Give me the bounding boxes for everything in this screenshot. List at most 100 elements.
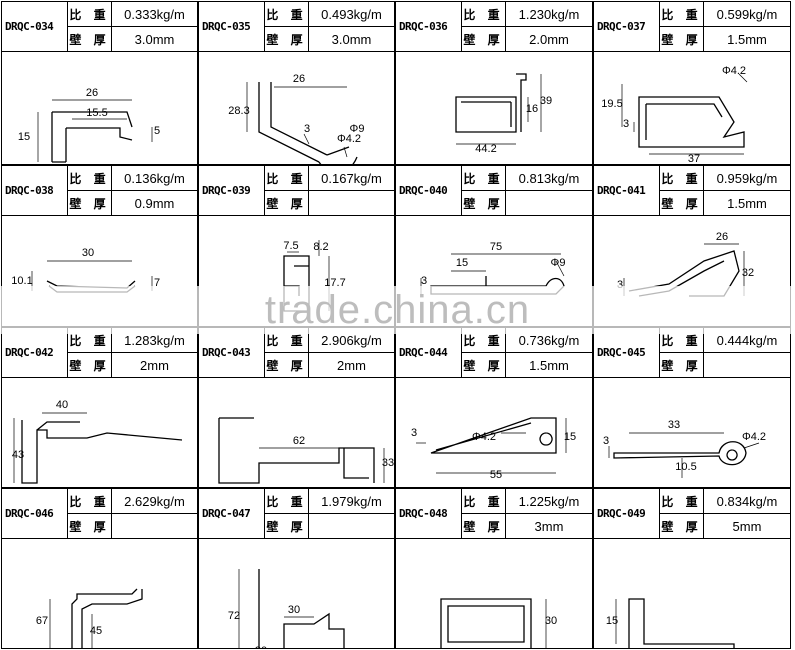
wall-thickness-value: 0.9mm	[112, 191, 197, 216]
profile-code: DRQC-043	[199, 328, 265, 378]
weight-value: 1.283kg/m	[112, 328, 197, 353]
dimension-label: 55	[490, 469, 502, 481]
weight-label: 比 重	[660, 166, 704, 191]
weight-value: 1.225kg/m	[506, 489, 592, 514]
weight-label: 比 重	[68, 166, 112, 191]
profile-outline	[638, 96, 745, 148]
dimension-label: 44.2	[475, 143, 496, 155]
wall-thickness-label: 壁 厚	[660, 514, 704, 539]
weight-value: 2.629kg/m	[112, 489, 197, 514]
wall-thickness-label: 壁 厚	[462, 514, 506, 539]
wall-thickness-label: 壁 厚	[660, 27, 704, 52]
profile-outline	[440, 598, 532, 648]
dimension-label: 28.3	[228, 105, 249, 117]
profile-code: DRQC-036	[396, 2, 462, 52]
wall-thickness-value: 2.0mm	[506, 27, 592, 52]
weight-label: 比 重	[68, 489, 112, 514]
dimension-label: Φ4.2	[337, 133, 361, 145]
profile-code: DRQC-048	[396, 489, 462, 539]
dimension-label: 30	[545, 615, 557, 627]
profile-drawing: 4043120	[12, 399, 183, 484]
weight-label: 比 重	[660, 328, 704, 353]
dimension-label: 15	[606, 615, 618, 627]
dimension-label: 15	[18, 131, 30, 143]
dimension-label: 62	[293, 435, 305, 447]
wall-thickness-value	[112, 514, 197, 539]
dimension-label: Φ9	[350, 123, 365, 135]
wall-thickness-label: 壁 厚	[462, 191, 506, 216]
dimension-label: 10.5	[675, 461, 696, 473]
weight-value: 0.599kg/m	[704, 2, 790, 27]
weight-value: 0.167kg/m	[309, 166, 394, 191]
wall-thickness-label: 壁 厚	[68, 27, 112, 52]
wall-thickness-value	[309, 191, 394, 216]
dimension-label: Φ4.2	[472, 431, 496, 443]
profile-drawing: 3 Φ4.2 15 55	[411, 417, 576, 481]
weight-label: 比 重	[265, 328, 309, 353]
profile-code: DRQC-041	[594, 166, 660, 216]
profile-outline	[71, 588, 143, 648]
weight-label: 比 重	[68, 328, 112, 353]
weight-value: 0.493kg/m	[309, 2, 394, 27]
dimension-label: 8.2	[313, 241, 328, 253]
profile-outline	[430, 417, 557, 454]
wall-thickness-value: 5mm	[704, 514, 790, 539]
wall-thickness-value: 3.0mm	[309, 27, 394, 52]
weight-label: 比 重	[660, 2, 704, 27]
weight-value: 0.333kg/m	[112, 2, 197, 27]
dimension-label: 3	[617, 279, 623, 291]
dimension-line	[343, 146, 348, 158]
profile-code: DRQC-042	[2, 328, 68, 378]
profile-code: DRQC-044	[396, 328, 462, 378]
weight-value: 0.136kg/m	[112, 166, 197, 191]
dimension-label: 30	[255, 645, 267, 648]
dimension-label: 33	[668, 419, 680, 431]
dimension-label: 72	[228, 610, 240, 622]
weight-value: 1.979kg/m	[309, 489, 394, 514]
wall-thickness-value: 1.5mm	[704, 27, 790, 52]
profile-code: DRQC-045	[594, 328, 660, 378]
wall-thickness-label: 壁 厚	[68, 191, 112, 216]
dimension-label: 39	[540, 95, 552, 107]
dimension-label: 3	[623, 118, 629, 130]
dimension-label: 3	[603, 435, 609, 447]
profile-code: DRQC-046	[2, 489, 68, 539]
dimension-label: Φ9	[551, 257, 566, 269]
dimension-label: 19.5	[601, 98, 622, 110]
profile-drawing: 72303059	[228, 569, 345, 648]
profile-outline	[628, 598, 735, 648]
weight-label: 比 重	[265, 166, 309, 191]
dimension-label: 3	[421, 275, 427, 287]
weight-label: 比 重	[462, 489, 506, 514]
dimension-label: 3	[411, 427, 417, 439]
profile-code: DRQC-034	[2, 2, 68, 52]
profile-outline	[258, 569, 345, 648]
wall-thickness-label: 壁 厚	[68, 353, 112, 378]
wall-thickness-label: 壁 厚	[265, 27, 309, 52]
weight-label: 比 重	[265, 489, 309, 514]
dimension-label: 7	[154, 277, 160, 289]
wall-thickness-value: 2mm	[112, 353, 197, 378]
dimension-label: 15	[564, 431, 576, 443]
